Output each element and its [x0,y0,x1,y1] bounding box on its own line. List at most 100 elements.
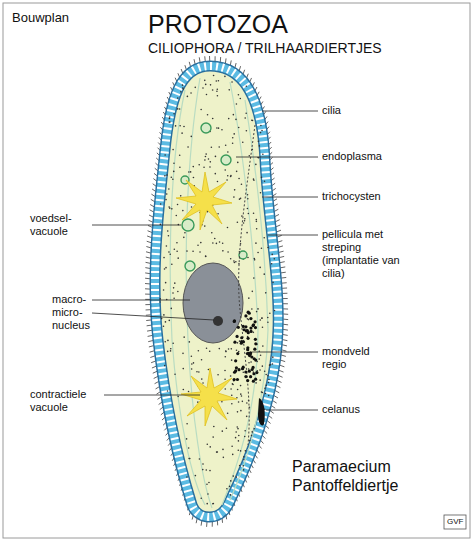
granule [241,215,243,217]
granule [224,169,226,171]
granule [216,91,218,93]
granule [215,156,217,158]
granule [240,410,242,412]
granule [247,257,249,259]
granule [176,242,178,244]
granule [217,451,219,453]
granule [228,89,230,91]
granule [265,374,267,376]
granule [205,156,207,158]
granule [238,178,240,180]
granule [251,308,253,310]
oral-dot [244,375,247,378]
granule [219,241,221,243]
granule [177,204,179,206]
granule [177,291,179,293]
granule [228,348,230,350]
granule [271,254,273,256]
granule [173,171,175,173]
granule [272,363,274,365]
granule [163,314,165,316]
granule [247,198,249,200]
granule [173,113,175,115]
granule [251,119,253,121]
granule [193,177,195,179]
granule [217,95,219,97]
cilium [146,257,151,258]
cilium [281,277,286,279]
granule [244,220,246,222]
granule [167,351,169,353]
granule [170,350,172,352]
granule [262,345,264,347]
granule [212,436,214,438]
granule [217,374,219,376]
oral-dot [253,348,256,351]
cilium [282,287,287,288]
granule [170,308,172,310]
granule [187,146,189,148]
granule [261,317,263,319]
granule [232,454,234,456]
granule [198,350,200,352]
cilium [146,309,151,310]
granule [234,189,236,191]
granule [186,423,188,425]
granule [236,103,238,105]
cilium [277,380,282,382]
cilium [206,522,207,527]
cilium [145,267,150,269]
granule [183,126,185,128]
granule [245,112,247,114]
granule [227,251,229,253]
granule [214,238,216,240]
granule [231,359,233,361]
granule [260,192,262,194]
granule [179,108,181,110]
granule [179,154,181,156]
granule [204,159,206,161]
granule [236,476,238,478]
cilium [199,57,201,62]
granule [161,318,163,320]
granule [274,310,276,312]
granule [182,84,184,86]
cilium [283,303,288,304]
granule [201,378,203,380]
oral-dot [233,378,236,381]
granule [172,292,174,294]
granule [241,183,243,185]
part-label: voedsel- vacuole [30,212,88,238]
granule [235,437,237,439]
granule [245,450,247,452]
granule [231,81,233,83]
granule [164,268,166,270]
granule [172,178,174,180]
cilium [146,252,151,253]
cilium [194,59,195,64]
granule [225,351,227,353]
granule [255,164,257,166]
granule [224,388,226,390]
granule [165,267,167,269]
granule [169,116,171,118]
cilium [204,56,206,61]
granule [188,447,190,449]
cilium [278,241,283,243]
oral-dot [234,359,237,362]
granule [238,401,240,403]
granule [254,258,256,260]
granule [236,426,238,428]
granule [186,438,188,440]
granule [209,446,211,448]
granule [238,440,240,442]
cilium [282,350,287,351]
granule [224,356,226,358]
granule [200,498,202,500]
granule [236,171,238,173]
cilium [276,230,281,232]
granule [268,382,270,384]
cilium [147,236,152,238]
granule [244,117,246,119]
